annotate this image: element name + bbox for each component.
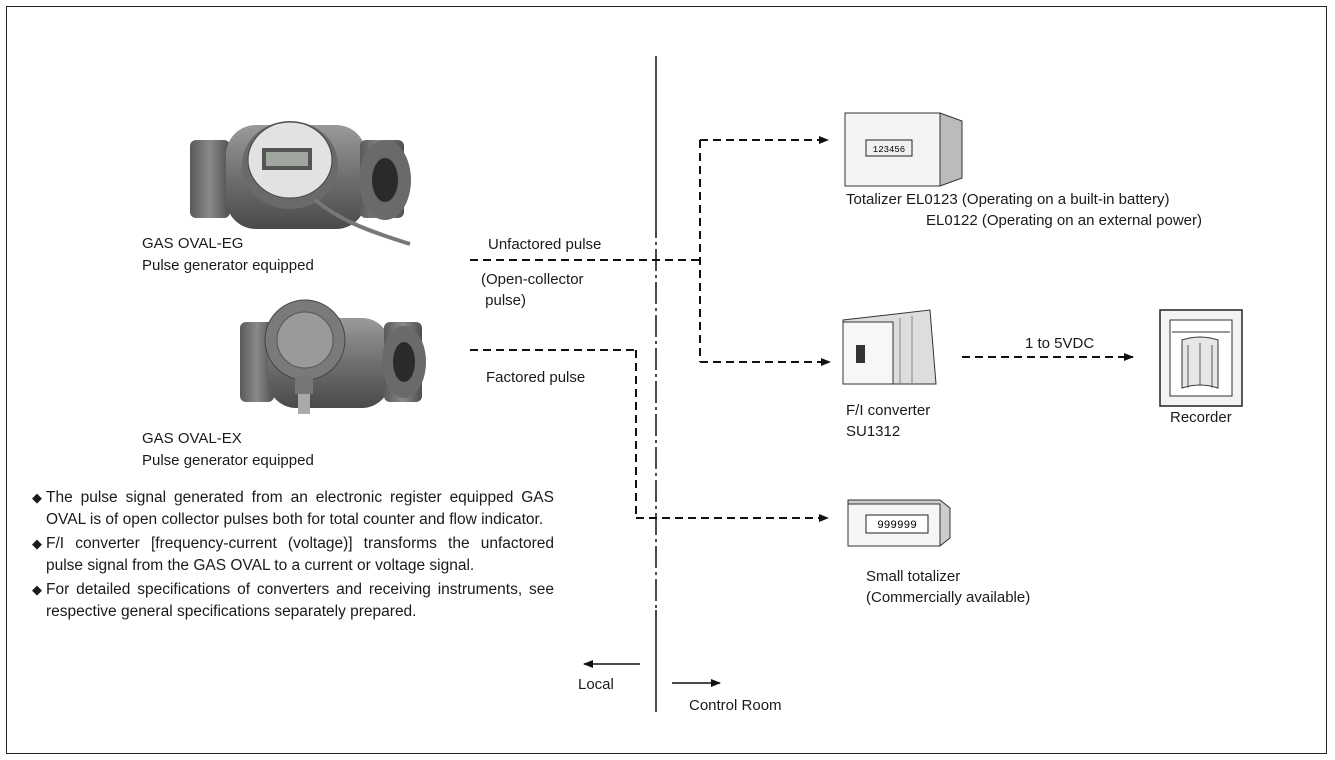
diamond-bullet-icon: ◆ — [32, 490, 42, 505]
totalizer-el0123-image: 123456 — [844, 112, 963, 187]
small-totalizer-note: (Commercially available) — [866, 589, 1031, 606]
open-collector-label-2: pulse) — [481, 292, 527, 309]
note-item: ◆ The pulse signal generated from an ele… — [32, 489, 554, 528]
note-item: ◆ For detailed specifications of convert… — [32, 581, 554, 620]
diamond-bullet-icon: ◆ — [32, 536, 42, 551]
small-totalizer-image: 999999 — [847, 499, 951, 547]
factored-pulse-label: Factored pulse — [486, 369, 586, 386]
gas-oval-ex-image — [240, 299, 426, 414]
unfactored-pulse-wire — [470, 136, 831, 366]
unfactored-pulse-label: Unfactored pulse — [488, 236, 602, 253]
small-totalizer-display: 999999 — [877, 520, 917, 532]
control-room-label: Control Room — [689, 697, 782, 714]
totalizer-label-line2: EL0122 (Operating on an external power) — [926, 212, 1203, 229]
fi-converter-label: F/I converter — [846, 402, 931, 419]
gas-oval-eg-name: GAS OVAL-EG — [142, 235, 244, 252]
recorder-label: Recorder — [1170, 409, 1232, 426]
gas-oval-eg-desc: Pulse generator equipped — [142, 257, 314, 274]
open-collector-label-1: (Open-collector — [481, 271, 584, 288]
diamond-bullet-icon: ◆ — [32, 582, 42, 597]
fi-converter-image — [842, 309, 937, 385]
local-label: Local — [578, 676, 614, 693]
analog-signal-label: 1 to 5VDC — [1025, 335, 1095, 352]
totalizer-label-line1: Totalizer EL0123 (Operating on a built-i… — [846, 191, 1170, 208]
factored-pulse-wire — [470, 349, 829, 522]
gas-oval-eg-image — [190, 121, 411, 246]
diagram-frame — [6, 6, 1327, 754]
fi-converter-model: SU1312 — [846, 423, 901, 440]
note-item: ◆ F/I converter [frequency-current (volt… — [32, 535, 554, 574]
recorder-image — [1159, 309, 1243, 407]
gas-oval-ex-desc: Pulse generator equipped — [142, 452, 314, 469]
totalizer-display: 123456 — [873, 145, 905, 155]
gas-oval-ex-name: GAS OVAL-EX — [142, 430, 242, 447]
notes-list: ◆ The pulse signal generated from an ele… — [32, 487, 554, 625]
small-totalizer-label: Small totalizer — [866, 568, 961, 585]
